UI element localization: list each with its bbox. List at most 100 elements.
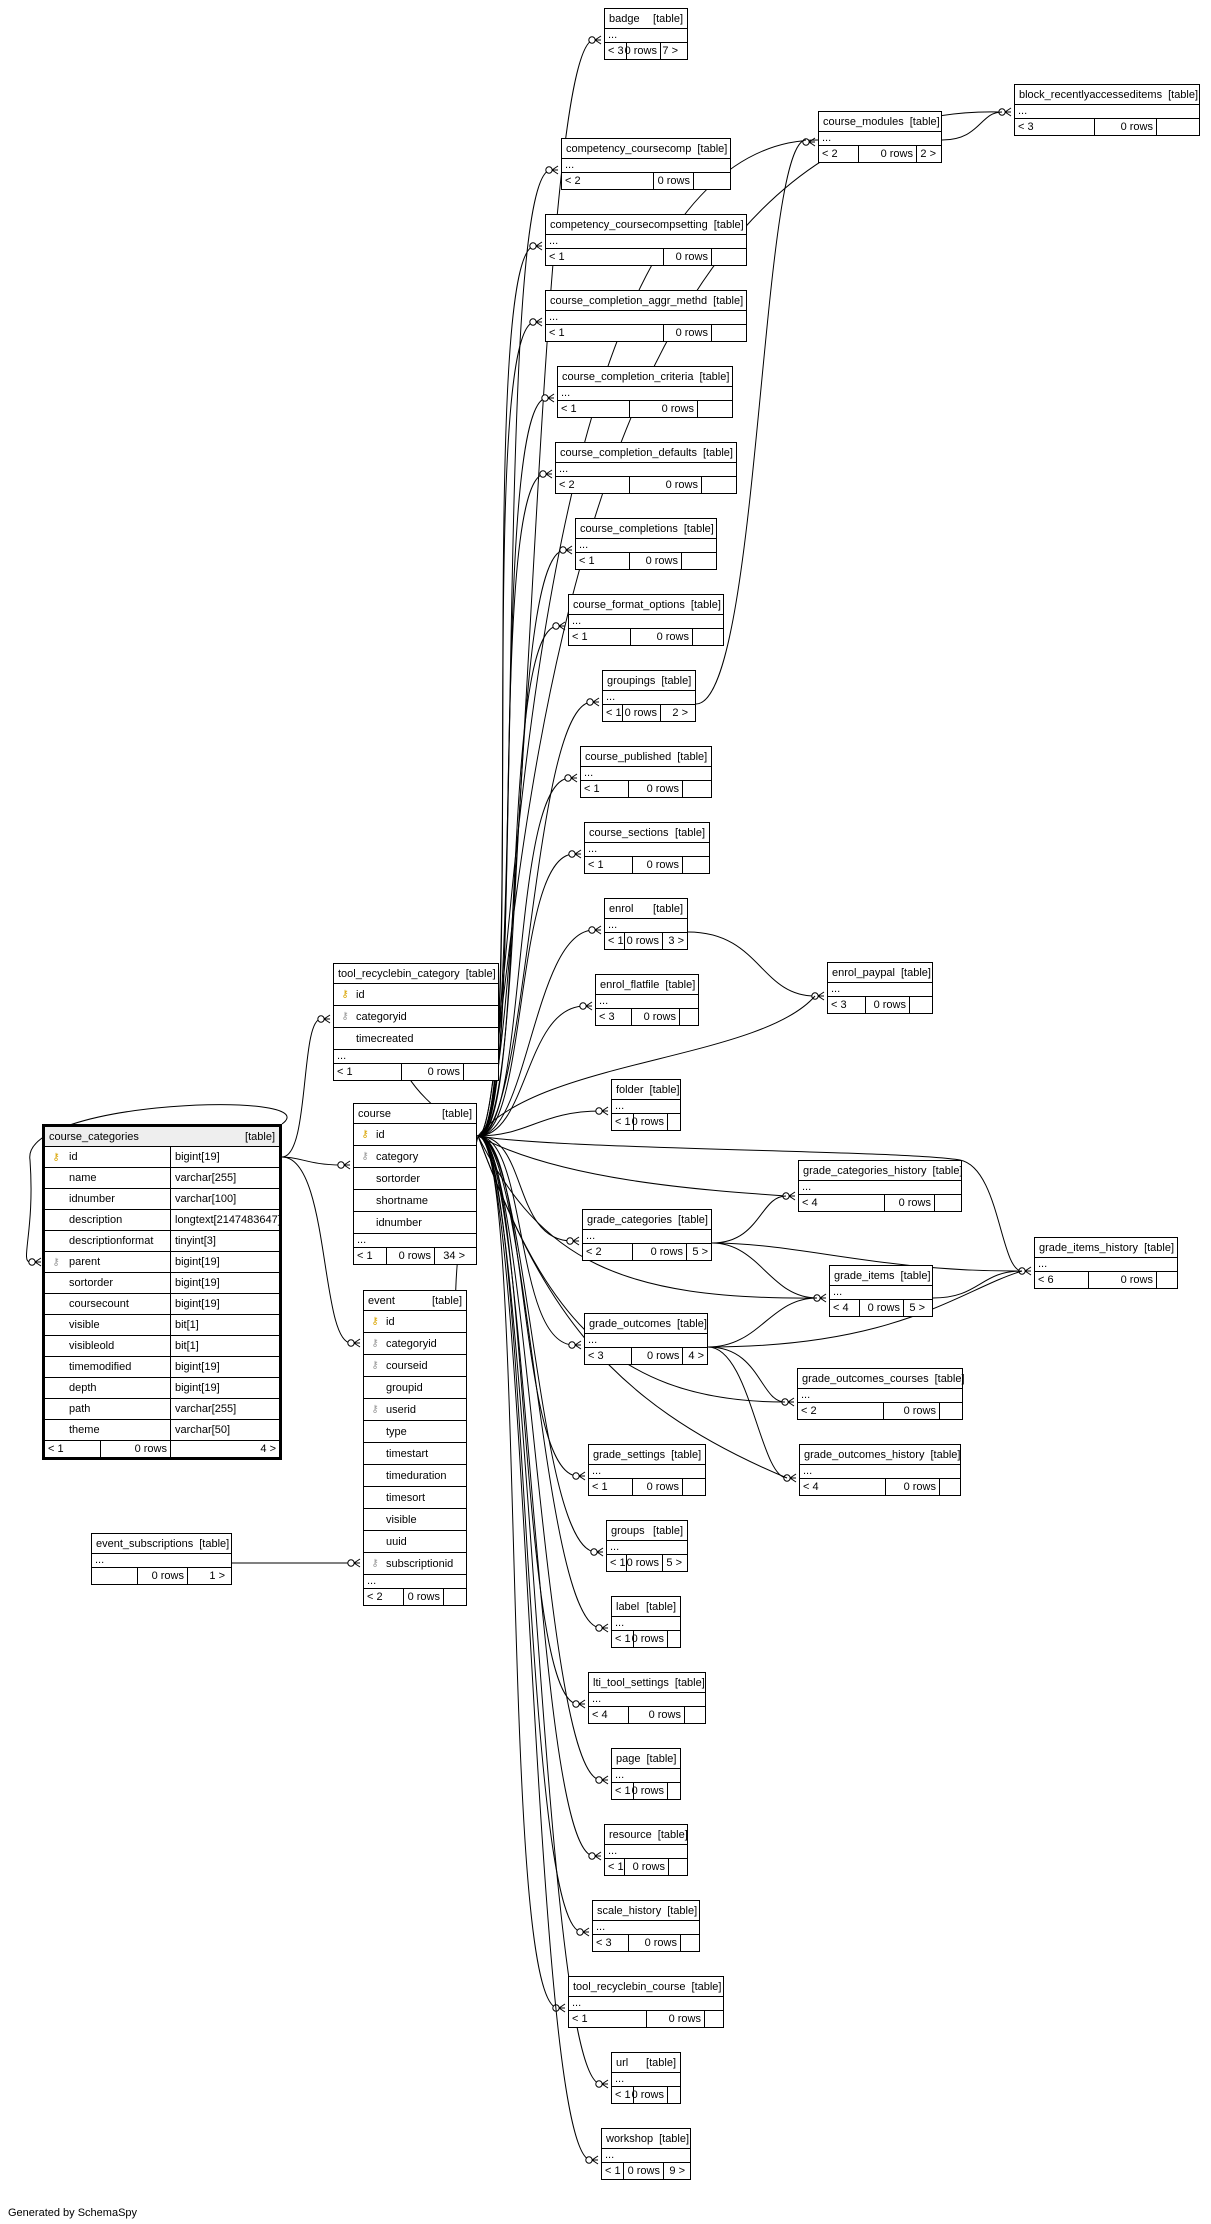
parents-count[interactable]: < 1 xyxy=(605,933,625,949)
parents-count[interactable]: < 2 xyxy=(798,1403,884,1419)
table-name[interactable]: enrol_flatfile xyxy=(600,978,660,991)
children-count[interactable] xyxy=(935,1195,959,1211)
table-name[interactable]: grade_outcomes xyxy=(589,1317,671,1330)
column-row[interactable]: shortname xyxy=(354,1190,476,1212)
parents-count[interactable]: < 3 xyxy=(828,997,866,1013)
children-count[interactable]: 34 > xyxy=(443,1250,465,1262)
table-name[interactable]: event_subscriptions xyxy=(96,1537,194,1550)
column-row[interactable]: ⚷courseid xyxy=(364,1355,466,1377)
column-row[interactable]: timeduration xyxy=(364,1465,466,1487)
table-name[interactable]: grade_categories xyxy=(587,1213,673,1226)
parents-count[interactable]: < 4 xyxy=(799,1195,885,1211)
children-count[interactable] xyxy=(1157,119,1197,135)
table-name[interactable]: course_categories xyxy=(49,1130,139,1143)
column-row[interactable]: ⚷id xyxy=(364,1311,466,1333)
table-name[interactable]: grade_settings xyxy=(593,1448,666,1461)
parents-count[interactable]: < 2 xyxy=(819,146,859,162)
column-row[interactable]: ⚷userid xyxy=(364,1399,466,1421)
table-name[interactable]: scale_history xyxy=(597,1904,662,1917)
table-name[interactable]: course_published xyxy=(585,750,672,763)
children-count[interactable] xyxy=(702,477,734,493)
table-name[interactable]: course_completion_aggr_methd xyxy=(550,294,708,307)
children-count[interactable]: 9 > xyxy=(669,2165,685,2177)
children-count[interactable] xyxy=(683,857,707,873)
table-name[interactable]: tool_recyclebin_course xyxy=(573,1980,686,1993)
table-name[interactable]: course xyxy=(358,1107,392,1120)
table-name[interactable]: grade_items_history xyxy=(1039,1241,1139,1254)
column-row[interactable]: ⚷categoryid xyxy=(364,1333,466,1355)
children-count[interactable] xyxy=(668,1783,680,1799)
table-name[interactable]: resource xyxy=(609,1828,652,1841)
children-count[interactable] xyxy=(669,1859,685,1875)
column-row[interactable]: groupid xyxy=(364,1377,466,1399)
table-name[interactable]: course_completions xyxy=(580,522,678,535)
table-tool_recyclebin_category[interactable]: tool_recyclebin_category[table]⚷id⚷categ… xyxy=(333,963,499,1081)
children-count[interactable] xyxy=(668,2087,680,2103)
children-count[interactable] xyxy=(680,1009,696,1025)
children-count[interactable] xyxy=(705,2011,721,2027)
table-name[interactable]: grade_outcomes_courses xyxy=(802,1372,929,1385)
parents-count[interactable]: < 1 xyxy=(546,249,664,265)
parents-count[interactable]: < 2 xyxy=(583,1244,633,1260)
table-name[interactable]: label xyxy=(616,1600,640,1613)
children-count[interactable] xyxy=(685,1707,703,1723)
parents-count[interactable]: < 3 xyxy=(1015,119,1095,135)
parents-count[interactable]: < 1 xyxy=(558,401,630,417)
table-block_recentlyaccesseditems[interactable]: block_recentlyaccesseditems[table]...< 3… xyxy=(1014,84,1200,136)
table-name[interactable]: course_format_options xyxy=(573,598,685,611)
children-count[interactable] xyxy=(668,1114,680,1130)
parents-count[interactable]: < 1 xyxy=(607,1555,627,1571)
parents-count[interactable]: < 3 xyxy=(596,1009,632,1025)
column-row[interactable]: ⚷id xyxy=(354,1124,476,1146)
children-count[interactable] xyxy=(668,1631,680,1647)
children-count[interactable] xyxy=(940,1479,960,1495)
table-name[interactable]: grade_categories_history xyxy=(803,1164,927,1177)
table-name[interactable]: course_modules xyxy=(823,115,904,128)
table-name[interactable]: block_recentlyaccesseditems xyxy=(1019,88,1163,101)
table-name[interactable]: course_completion_criteria xyxy=(562,370,694,383)
table-competency_coursecompsetting[interactable]: competency_coursecompsetting[table]...< … xyxy=(545,214,747,266)
children-count[interactable]: 5 > xyxy=(692,1246,708,1258)
table-name[interactable]: groupings xyxy=(607,674,656,687)
children-count[interactable] xyxy=(683,781,709,797)
children-count[interactable] xyxy=(1157,1272,1175,1288)
table-name[interactable]: grade_outcomes_history xyxy=(804,1448,925,1461)
children-count[interactable] xyxy=(464,1064,470,1080)
column-row[interactable]: type xyxy=(364,1421,466,1443)
children-count[interactable] xyxy=(694,173,730,189)
column-row[interactable]: visible xyxy=(364,1509,466,1531)
children-count[interactable] xyxy=(712,325,744,341)
children-count[interactable] xyxy=(940,1403,960,1419)
parents-count[interactable]: < 1 xyxy=(585,857,633,873)
table-name[interactable]: event xyxy=(368,1294,395,1307)
